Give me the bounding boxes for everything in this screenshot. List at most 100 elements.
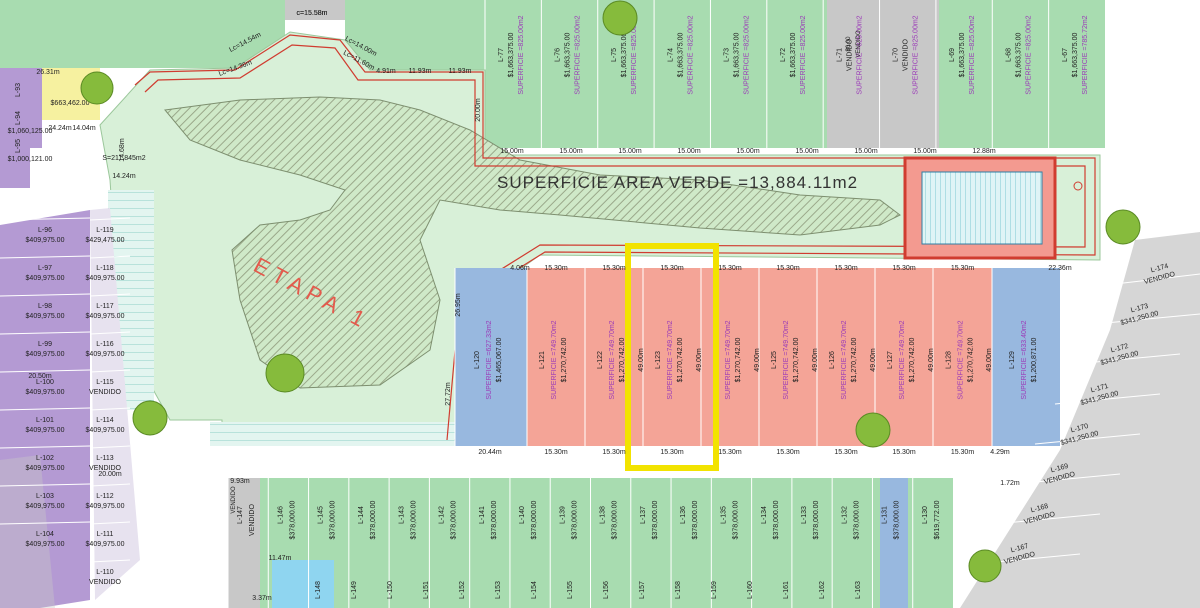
lot-area: SUPERFICIE =825.00m2: [969, 15, 976, 94]
dimension-label: 15.30m: [544, 265, 568, 272]
lot-divider: [994, 513, 1101, 525]
lot-price: $1,060,125.00: [8, 128, 53, 135]
dimension-label: 49.00m: [870, 348, 877, 372]
lot-divider: [1114, 273, 1200, 285]
selected-lot-highlight[interactable]: [625, 243, 719, 471]
lot-id: L-158: [675, 581, 682, 599]
dimension-label: 11.93m: [449, 68, 472, 75]
lot-divider: [89, 559, 131, 563]
dimension-label: 14.04m: [72, 125, 96, 132]
lot-id: L-128: [946, 351, 953, 369]
lot-price: $663,462.00: [51, 100, 90, 107]
lot-price: $1,465,067.00: [496, 338, 503, 383]
dimension-label: 15.30m: [951, 265, 975, 272]
dimension-label: 15.30m: [718, 265, 742, 272]
lot-id: L-138: [600, 506, 607, 524]
lot-id: L-155: [567, 581, 574, 599]
lot-id: L-149: [351, 581, 358, 599]
top-left-lots: [0, 68, 100, 188]
lot-area: SUPERFICIE =749.70m2: [725, 320, 732, 399]
lot-area: SUPERFICIE =749.70m2: [551, 320, 558, 399]
lot-id: L-137: [640, 506, 647, 524]
dimension-label: 22.36m: [1048, 265, 1072, 272]
sold-label: VENDIDO: [856, 30, 862, 58]
dimension-label: 15.30m: [660, 265, 684, 272]
lot-area: SUPERFICIE =825.00m2: [575, 15, 582, 94]
lot-id: L-156: [603, 581, 610, 599]
lot-id: L-113: [96, 455, 113, 462]
dimension-label: 15.00m: [736, 148, 760, 155]
left-lots: [0, 208, 140, 608]
tree-icon: [1105, 209, 1141, 245]
left-lot-labels: L-119$429,475.00L-118$409,975.00L-117$40…: [8, 83, 125, 586]
lot-area: SUPERFICIE =825.00m2: [800, 15, 807, 94]
lot-id: L-171: [1090, 383, 1109, 394]
lot-price: $378,000.00: [612, 500, 619, 539]
dimension-label: 26.31m: [36, 69, 60, 76]
bottom-lots: [228, 478, 953, 608]
dimension-label: 4.06m: [510, 265, 530, 272]
lot-id: L-98: [38, 303, 52, 310]
lot-id: L-96: [38, 227, 52, 234]
lot-id: L-116: [96, 341, 113, 348]
lot-id: L-148: [315, 581, 322, 599]
lot-id: L-103: [36, 493, 54, 500]
lot-price: VENDIDO: [89, 465, 121, 472]
lot-price: $1,270,742.00: [677, 338, 684, 383]
lot-price: $1,663,375.00: [1015, 33, 1022, 78]
dimension-label: 15.00m: [618, 148, 642, 155]
dimension-label: 20.50m: [28, 373, 52, 380]
lot-price: $409,975.00: [86, 351, 125, 358]
lot-area: SUPERFICIE =633.40m2: [1021, 320, 1028, 399]
lot-price: $378,000.00: [853, 500, 860, 539]
lot-id: L-125: [771, 351, 778, 369]
lot-area: SUPERFICIE =749.70m2: [667, 320, 674, 399]
lot-price: $378,000.00: [571, 500, 578, 539]
lot-id: L-168: [1030, 503, 1049, 514]
lot-id: L-141: [479, 506, 486, 524]
lot-price: $1,663,375.00: [1072, 33, 1079, 78]
lot-price: $409,975.00: [26, 427, 65, 434]
lot-divider: [89, 255, 131, 259]
lot-id: L-102: [36, 455, 54, 462]
dimension-label: 14.68m: [119, 138, 126, 162]
lot-id: L-70: [893, 48, 900, 62]
dimension-label: 15.00m: [677, 148, 701, 155]
lot-price: $378,000.00: [652, 500, 659, 539]
lot-area: SUPERFICIE =627.33m2: [486, 320, 493, 399]
lot-price: $1,270,742.00: [793, 338, 800, 383]
lot-id: L-162: [819, 581, 826, 599]
lot-id: L-172: [1110, 343, 1129, 354]
lot-id: L-134: [761, 506, 768, 524]
lot-id: L-161: [783, 581, 790, 599]
green-area-title: SUPERFICIE AREA VERDE =13,884.11m2: [497, 173, 858, 192]
lot-price: $378,000.00: [531, 500, 538, 539]
lot-price: $409,975.00: [26, 503, 65, 510]
lot-price: $378,000.00: [692, 500, 699, 539]
lot-price: $378,000.00: [773, 500, 780, 539]
lot-id: L-76: [555, 48, 562, 62]
lot-price: $1,200,871.00: [1031, 338, 1038, 383]
dimension-label: 15.00m: [913, 148, 937, 155]
tree-icons: [80, 0, 1141, 583]
dimension-label: 3.37m: [252, 595, 272, 602]
lot-id: L-140: [519, 506, 526, 524]
lot-price: VENDIDO: [846, 39, 853, 71]
lot-id: L-151: [423, 581, 430, 599]
dimension-label: 11.47m: [269, 555, 292, 562]
lot-price: $409,975.00: [26, 389, 65, 396]
dimension-label: 15.30m: [776, 449, 800, 456]
dimension-label: 15.30m: [834, 265, 858, 272]
dimension-label: 4.91m: [376, 68, 396, 75]
lot-price: $378,000.00: [451, 500, 458, 539]
lot-id: L-118: [96, 265, 113, 272]
lot-id: L-95: [15, 139, 22, 153]
lot-id: L-132: [841, 506, 848, 524]
lot-divider: [89, 331, 131, 335]
lot-price: $378,000.00: [894, 500, 901, 539]
lot-id: L-74: [667, 48, 674, 62]
lot-area: SUPERFICIE =825.00m2: [518, 15, 525, 94]
